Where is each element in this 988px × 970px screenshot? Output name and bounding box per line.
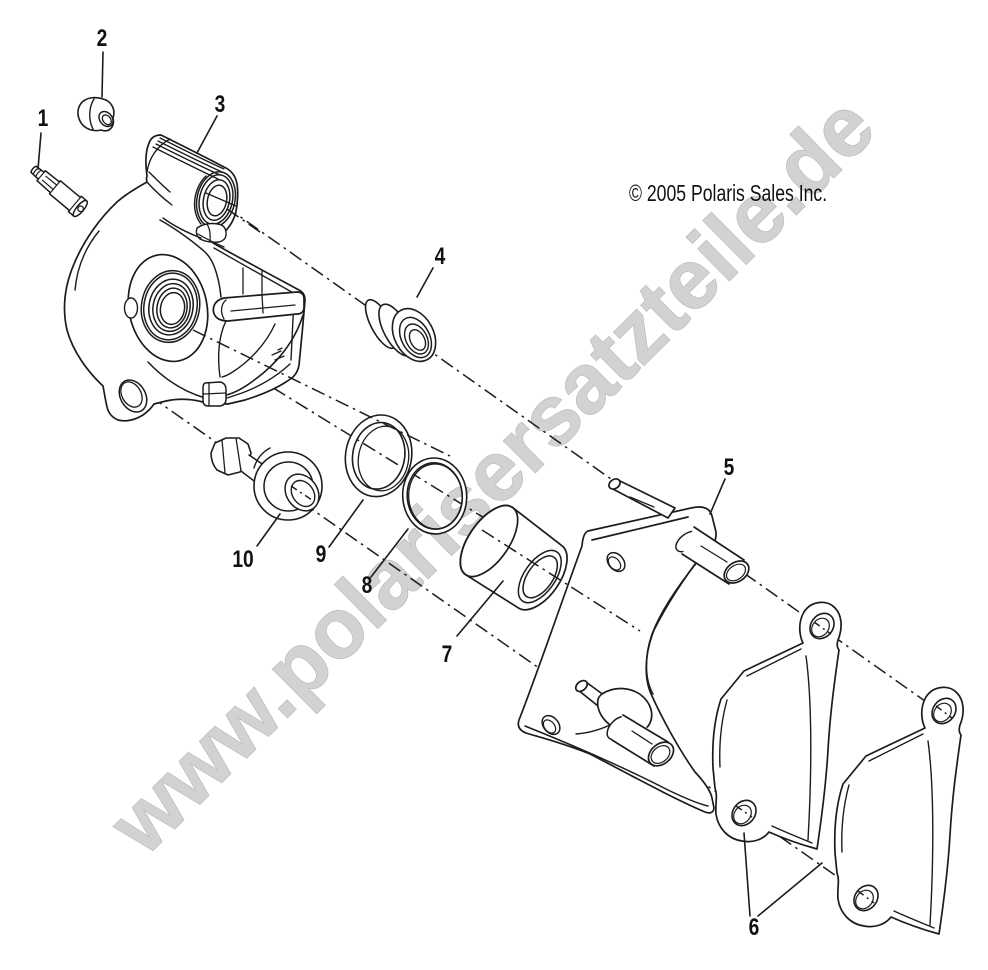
svg-text:4: 4 bbox=[435, 242, 446, 270]
svg-text:© 2005 Polaris Sales Inc.: © 2005 Polaris Sales Inc. bbox=[629, 181, 827, 207]
svg-text:5: 5 bbox=[724, 453, 735, 481]
svg-text:8: 8 bbox=[362, 571, 373, 599]
svg-text:3: 3 bbox=[215, 90, 226, 118]
svg-text:2: 2 bbox=[97, 24, 108, 52]
svg-text:9: 9 bbox=[316, 540, 327, 568]
svg-text:10: 10 bbox=[232, 545, 253, 573]
svg-text:1: 1 bbox=[38, 104, 49, 132]
svg-text:6: 6 bbox=[749, 913, 760, 941]
svg-text:7: 7 bbox=[442, 640, 453, 668]
